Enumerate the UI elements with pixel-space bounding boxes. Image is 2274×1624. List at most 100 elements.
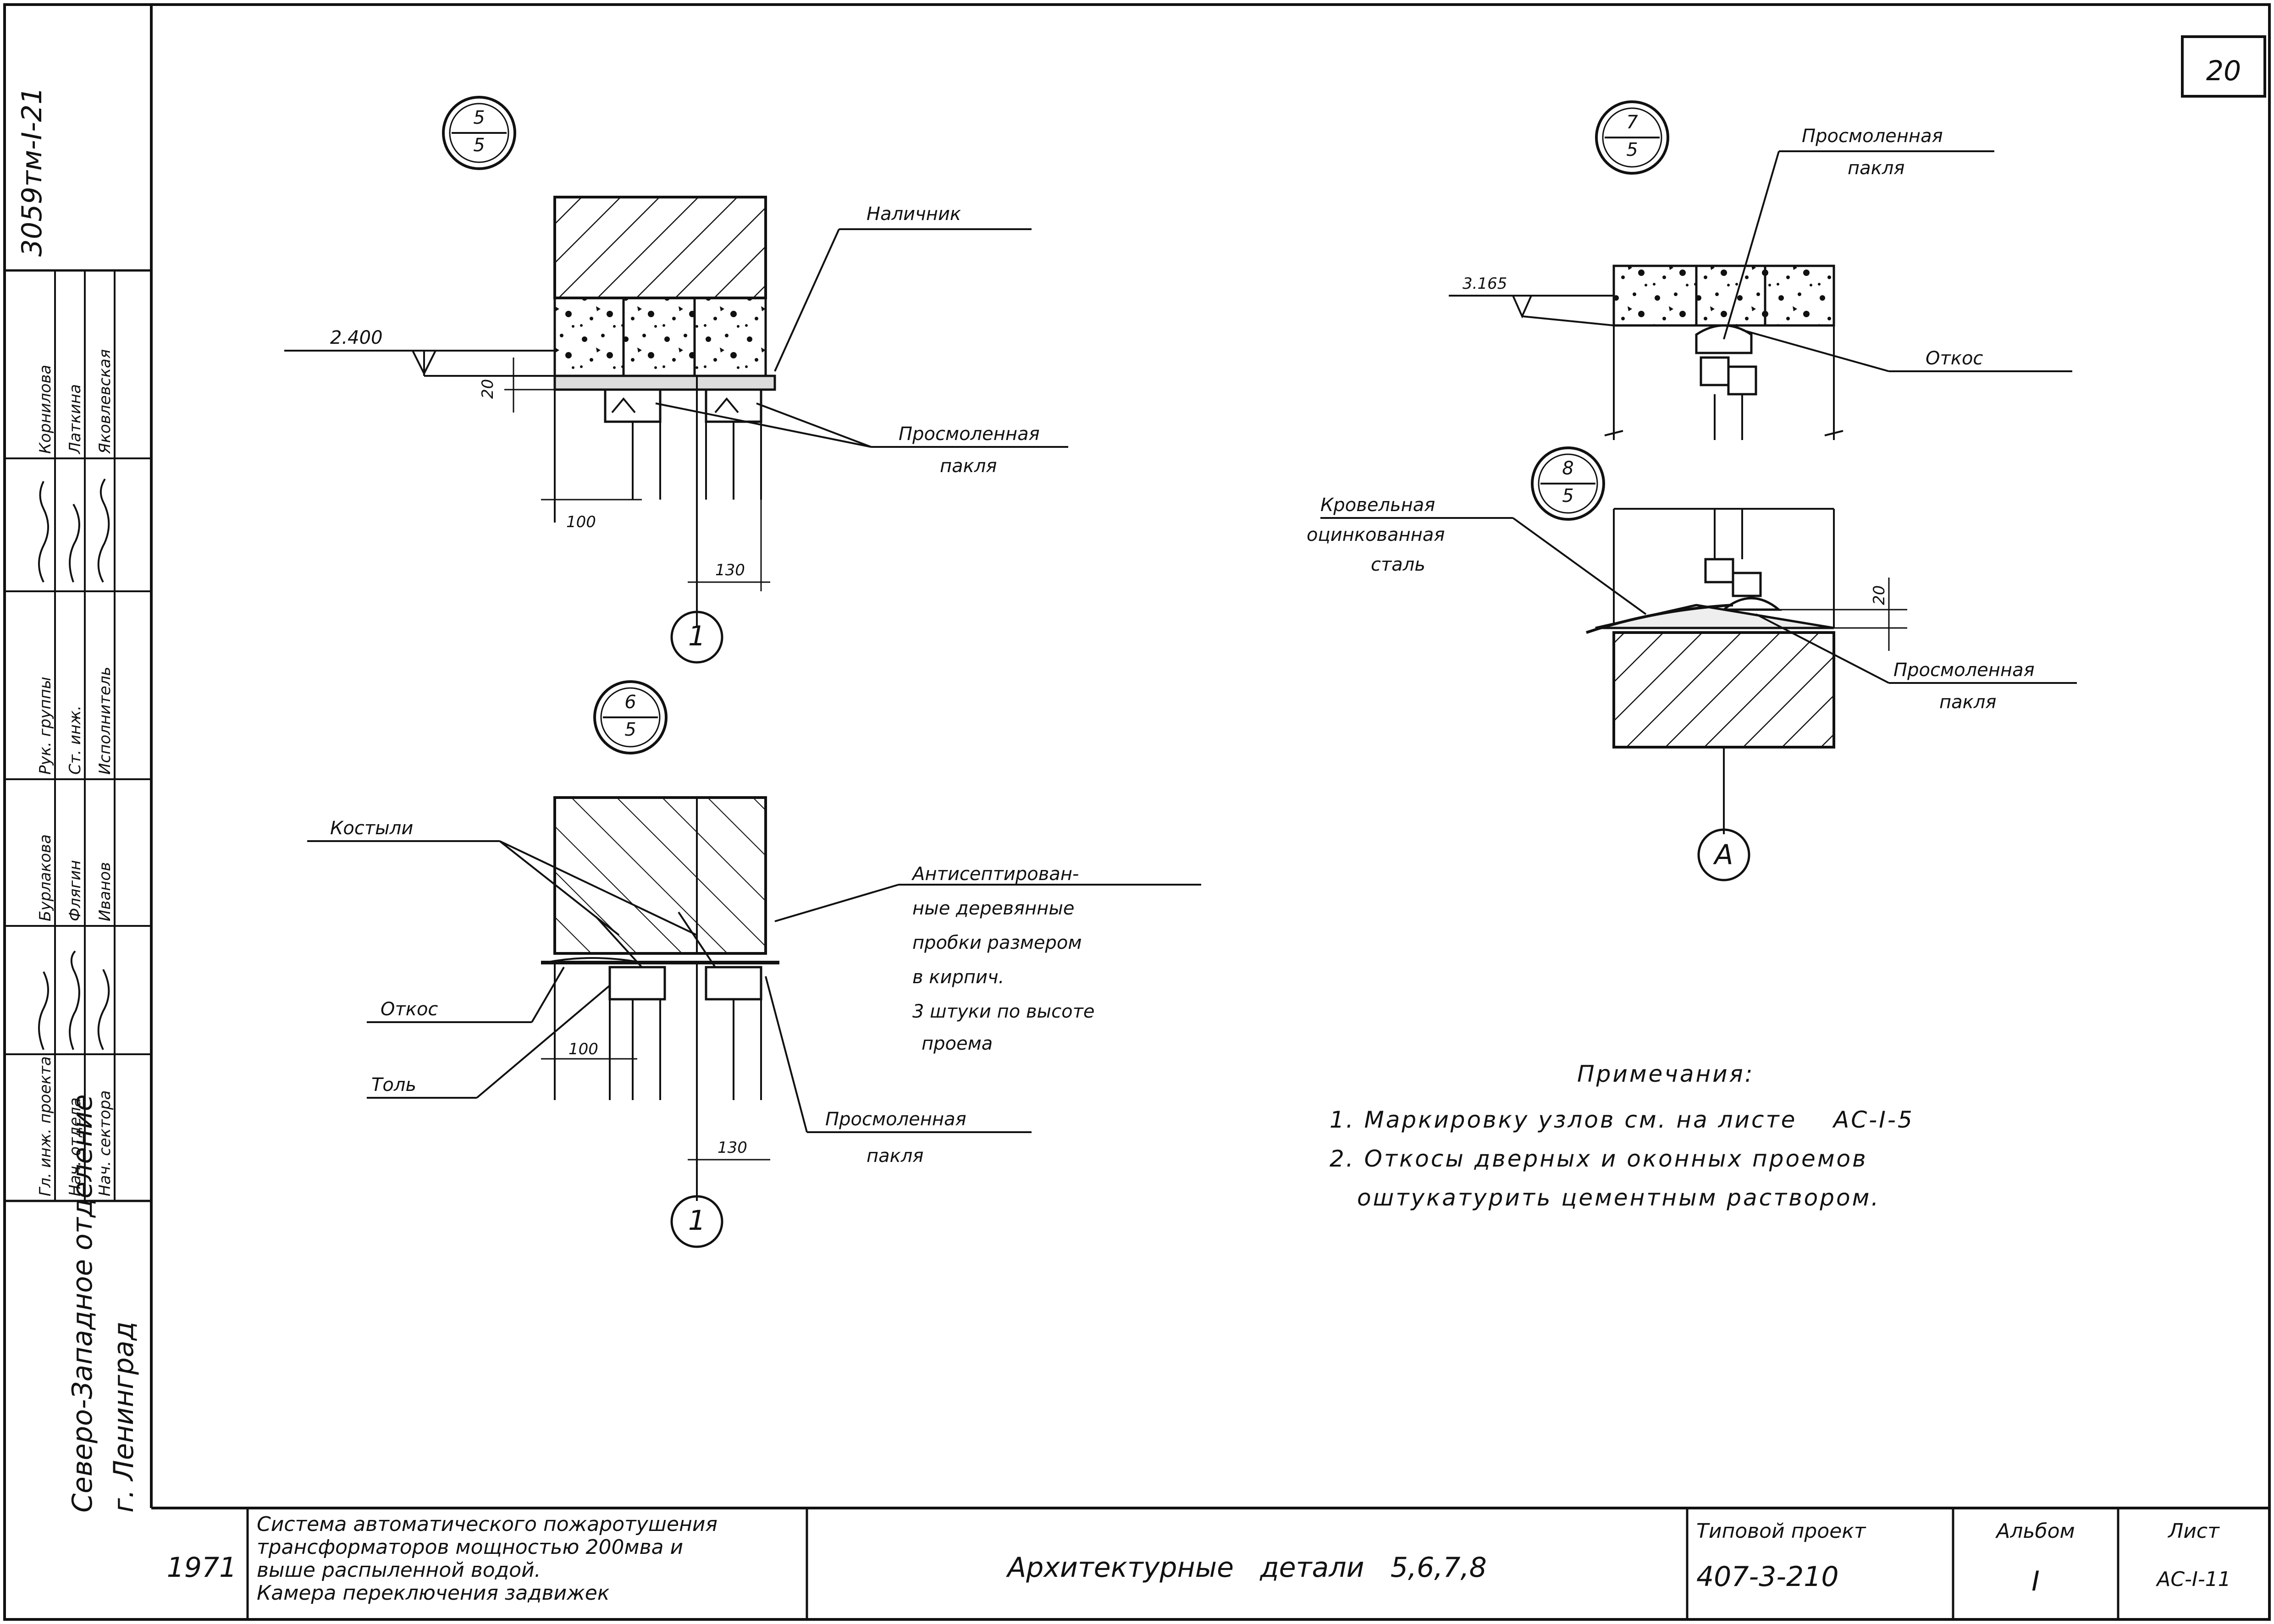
- svg-text:8: 8: [1562, 458, 1573, 479]
- label-oakum-8a: Просмоленная: [1893, 660, 2035, 681]
- signature-3: [97, 478, 110, 583]
- detail-7: 7 5 3.165 Просмоленная пакля Откос: [1449, 100, 2072, 440]
- label-oakum-5b: пакля: [940, 456, 997, 477]
- title-block: 1971 Система автоматического пожаротушен…: [151, 1507, 2269, 1619]
- dim-100: 100: [566, 513, 596, 531]
- name-6: Иванов: [96, 862, 114, 921]
- plugs-line-6: проема: [922, 1033, 993, 1054]
- sheet-border: [3, 3, 2271, 1621]
- roof-line-1: Кровельная: [1320, 495, 1435, 516]
- svg-text:1: 1: [688, 620, 706, 652]
- tb-album-label: Альбом: [1995, 1519, 2075, 1543]
- role-3: Исполнитель: [96, 666, 114, 775]
- signature-4: [38, 971, 49, 1050]
- label-oakum-8b: пакля: [1939, 692, 1996, 713]
- side-stamp: 3059тм-I-21 Рук. группы Ст. инж. Исполни…: [5, 87, 151, 1513]
- svg-text:5: 5: [1626, 139, 1638, 160]
- detail-8-marker: [1531, 446, 1605, 521]
- tb-project-label: Типовой проект: [1696, 1519, 1866, 1543]
- roof-line-2: оцинкованная: [1307, 524, 1445, 545]
- plugs-line-4: в кирпич.: [912, 967, 1004, 988]
- tb-year: 1971: [167, 1552, 237, 1584]
- role-4: Гл. инж. проекта: [36, 1056, 55, 1196]
- plugs-line-1: Антисептирован-: [911, 864, 1079, 885]
- roof-wall: [1612, 631, 1835, 749]
- org-line-1: Северо-Западное отделение: [66, 1094, 99, 1513]
- tb-sheet-value: АС-I-11: [2155, 1568, 2231, 1591]
- note-3: оштукатурить цементным раствором.: [1357, 1184, 1880, 1211]
- signature-5: [69, 950, 80, 1050]
- notes-title: Примечания:: [1577, 1061, 1755, 1087]
- detail-5-marker: [442, 96, 516, 170]
- svg-text:5: 5: [473, 135, 485, 156]
- name-4: Бурлакова: [36, 834, 55, 921]
- label-slope-7: Откос: [1926, 348, 1983, 369]
- tb-album-value: I: [2031, 1565, 2040, 1597]
- svg-text:5: 5: [1562, 485, 1573, 506]
- page-number-box: [2181, 35, 2266, 98]
- side-code: 3059тм-I-21: [16, 87, 48, 257]
- role-2: Ст. инж.: [66, 705, 84, 775]
- level-2400: 2.400: [330, 327, 383, 348]
- detail-5: 5 5 2.400 20 100 130: [284, 96, 1068, 664]
- label-oakum-7b: пакля: [1848, 158, 1904, 179]
- svg-text:6: 6: [624, 692, 636, 713]
- detail-6: 6 5 100 130 1 Костыли Откос Толь: [307, 680, 1201, 1248]
- tb-desc-3: выше распыленной водой.: [257, 1558, 541, 1582]
- svg-text:7: 7: [1626, 112, 1638, 133]
- tb-desc-1: Система автоматического пожаротушения: [257, 1513, 718, 1536]
- axis-marker-6: [670, 1195, 723, 1248]
- level-3165: 3.165: [1463, 275, 1507, 293]
- name-3: Яковлевская: [96, 349, 114, 454]
- notes: Примечания: 1. Маркировку узлов см. на л…: [1330, 1061, 1914, 1211]
- role-1: Рук. группы: [36, 677, 55, 775]
- detail-8: 8 5 А 20 Кровельная оцинкованная сталь П…: [1307, 446, 2077, 881]
- detail-7-marker: [1595, 100, 1669, 175]
- signature-2: [69, 504, 80, 583]
- plugs-line-3: пробки размером: [912, 932, 1082, 953]
- masonry-wall: [553, 796, 767, 955]
- label-oakum-6b: пакля: [867, 1145, 923, 1167]
- note-1: 1. Маркировку узлов см. на листе АС-I-5: [1330, 1107, 1914, 1133]
- label-cover: Наличник: [867, 204, 961, 225]
- note-2: 2. Откосы дверных и оконных проемов: [1330, 1145, 1868, 1172]
- label-oakum-5a: Просмоленная: [899, 424, 1040, 445]
- brick-wall: [553, 196, 767, 299]
- role-6: Нач. сектора: [96, 1090, 114, 1196]
- page-number: 20: [2206, 55, 2241, 87]
- svg-text:5: 5: [473, 107, 485, 128]
- dim-100-6: 100: [568, 1040, 598, 1058]
- signature-6: [97, 969, 110, 1050]
- label-spikes: Костыли: [330, 818, 413, 839]
- svg-text:1: 1: [688, 1205, 706, 1237]
- tb-desc-4: Камера переключения задвижек: [257, 1581, 610, 1605]
- label-oakum-7a: Просмоленная: [1802, 126, 1943, 147]
- label-slope-6: Откос: [381, 999, 438, 1020]
- frame-left: [604, 388, 662, 423]
- org-line-2: г. Ленинград: [108, 1321, 140, 1513]
- dim-130-6: 130: [718, 1139, 747, 1157]
- dim-20: 20: [479, 379, 497, 399]
- tb-desc-2: трансформаторов мощностью 200мва и: [257, 1536, 683, 1559]
- dim-20-8: 20: [1870, 585, 1888, 605]
- label-felt: Толь: [371, 1074, 416, 1096]
- svg-text:5: 5: [624, 719, 636, 740]
- svg-text:А: А: [1712, 839, 1733, 871]
- name-5: Флягин: [66, 860, 84, 921]
- tb-project-code: 407-3-210: [1696, 1561, 1839, 1593]
- label-oakum-6a: Просмоленная: [825, 1109, 966, 1130]
- plugs-line-2: ные деревянные: [912, 898, 1074, 919]
- name-2: Латкина: [66, 384, 84, 455]
- dim-130: 130: [715, 561, 745, 579]
- role-5: Нач. отдела: [66, 1097, 84, 1196]
- signature-1: [38, 481, 49, 583]
- plaster-layer: [553, 374, 776, 391]
- axis-marker-a: [1697, 828, 1750, 881]
- plugs-line-5: 3 штуки по высоте: [912, 1001, 1094, 1022]
- name-1: Корнилова: [36, 365, 55, 454]
- roof-line-3: сталь: [1371, 554, 1425, 575]
- axis-marker: [670, 611, 723, 664]
- tb-title: Архитектурные детали 5,6,7,8: [1005, 1552, 1487, 1584]
- detail-6-marker: [593, 680, 668, 754]
